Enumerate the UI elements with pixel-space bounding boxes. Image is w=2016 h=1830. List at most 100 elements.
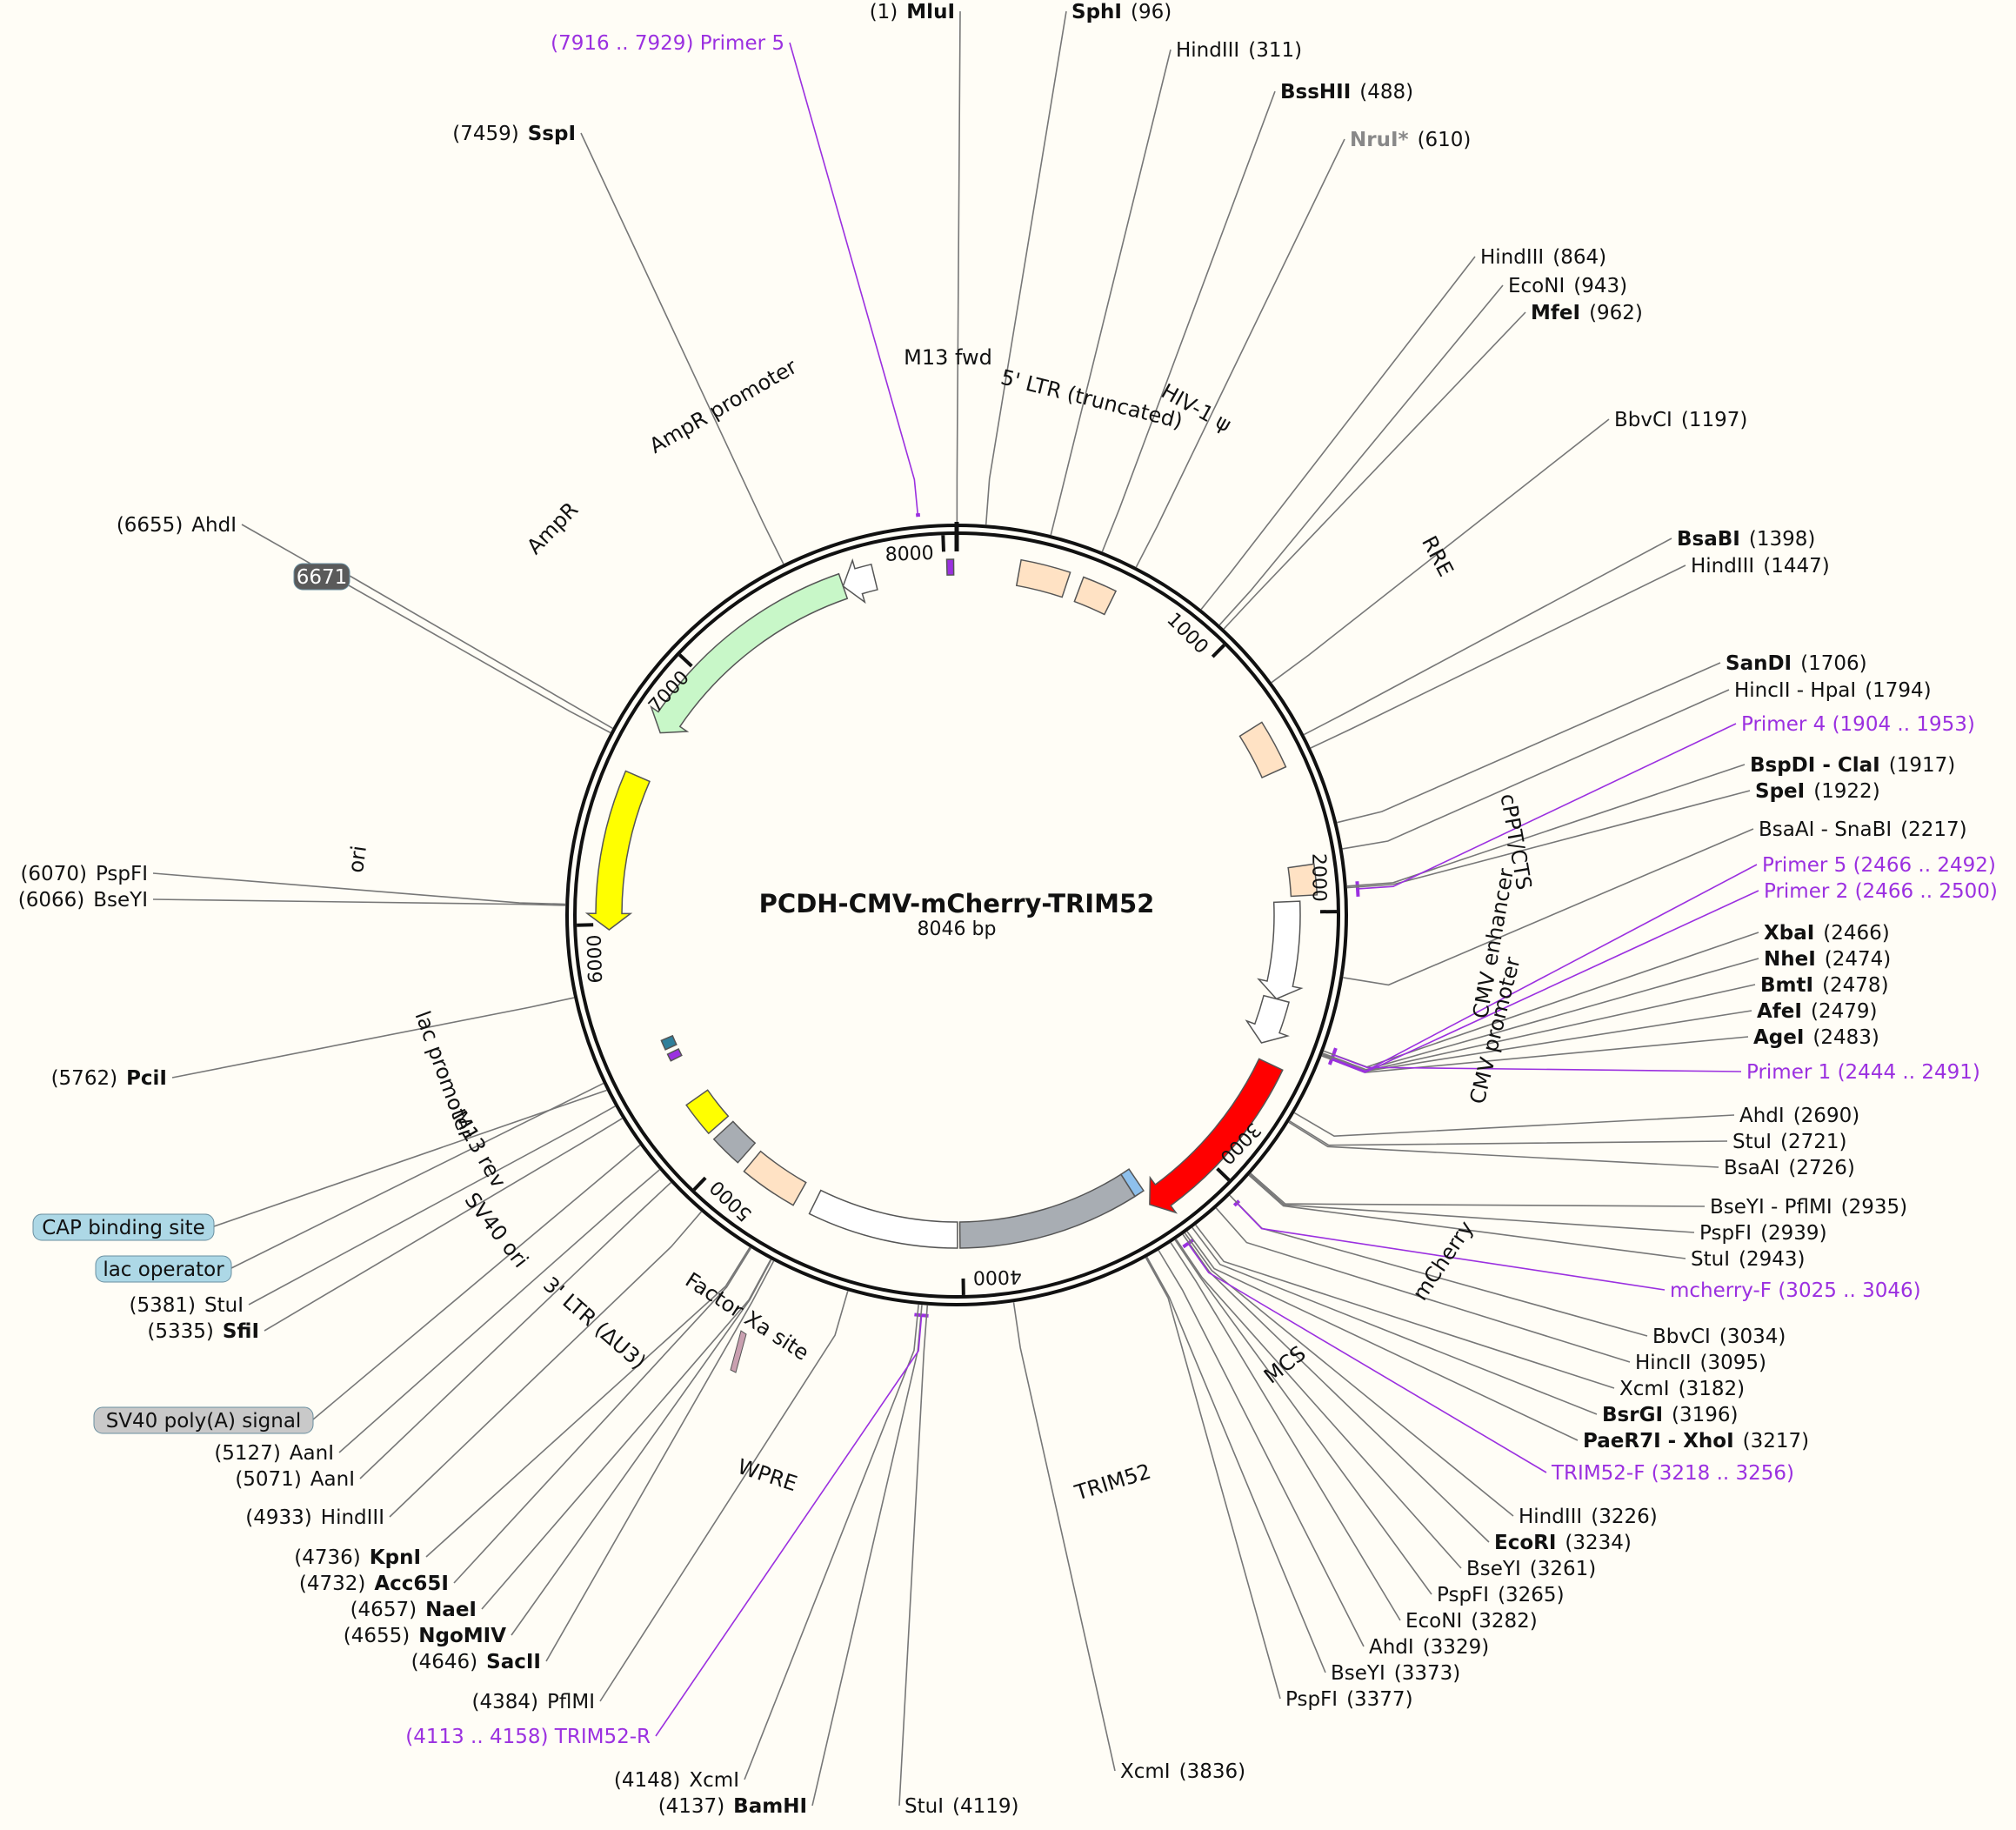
feature-cmv-promoter[interactable] bbox=[1245, 994, 1290, 1044]
feature-ampr[interactable] bbox=[650, 572, 849, 734]
leader-line bbox=[545, 1260, 775, 1662]
primer-label[interactable]: mcherry-F (3025 .. 3046) bbox=[1670, 1279, 1921, 1302]
boxed-label[interactable]: CAP binding site bbox=[42, 1217, 205, 1239]
primer-label[interactable]: (7916 .. 7929) Primer 5 bbox=[551, 32, 784, 55]
site-pspfi[interactable]: PspFI(3265) bbox=[1437, 1584, 1565, 1606]
site-pspfi[interactable]: PspFI(3377) bbox=[1285, 1688, 1413, 1711]
primer-label[interactable]: (4113 .. 4158) TRIM52-R bbox=[405, 1726, 651, 1748]
site-pspfi[interactable]: PspFI(2939) bbox=[1699, 1222, 1827, 1245]
site-bsaai[interactable]: BsaAI(2726) bbox=[1724, 1157, 1855, 1179]
site-xbai[interactable]: XbaI(2466) bbox=[1764, 922, 1890, 945]
site-econi[interactable]: EcoNI(3282) bbox=[1405, 1610, 1538, 1633]
site-afei[interactable]: AfeI(2479) bbox=[1757, 1000, 1877, 1023]
site-hindiii[interactable]: HindIII(3226) bbox=[1519, 1506, 1658, 1528]
feature-sv40-ori[interactable] bbox=[712, 1120, 757, 1164]
site-sfii[interactable]: (5335)SfiI bbox=[147, 1320, 259, 1343]
site-ecori[interactable]: EcoRI(3234) bbox=[1494, 1532, 1632, 1554]
boxed-label[interactable]: lac operator bbox=[103, 1259, 224, 1281]
site-sandi[interactable]: SanDI(1706) bbox=[1726, 652, 1867, 675]
site-ahdi[interactable]: AhdI(3329) bbox=[1369, 1636, 1489, 1659]
site-stui[interactable]: (5381)StuI bbox=[130, 1294, 244, 1317]
tick-label: 8000 bbox=[885, 543, 934, 566]
site-xcmi[interactable]: XcmI(3836) bbox=[1120, 1760, 1245, 1783]
leader-line bbox=[1101, 90, 1276, 552]
site-hincii-hpai[interactable]: HincII - HpaI(1794) bbox=[1734, 679, 1932, 702]
site-bseyi[interactable]: (6066)BseYI bbox=[18, 889, 148, 912]
site-mfei[interactable]: MfeI(962) bbox=[1531, 302, 1643, 324]
feature-trim52[interactable] bbox=[958, 1173, 1136, 1249]
site-nhei[interactable]: NheI(2474) bbox=[1764, 948, 1891, 971]
feature-m13-rev[interactable] bbox=[666, 1047, 683, 1062]
primer-label[interactable]: Primer 4 (1904 .. 1953) bbox=[1741, 713, 1975, 736]
leader-line bbox=[1182, 1233, 1490, 1543]
site-naei[interactable]: (4657)NaeI bbox=[350, 1599, 477, 1621]
site-bamhi[interactable]: (4137)BamHI bbox=[658, 1795, 807, 1818]
site-acc65i[interactable]: (4732)Acc65I bbox=[299, 1573, 449, 1595]
site-nrui[interactable]: NruI*(610) bbox=[1350, 129, 1471, 151]
site-agei[interactable]: AgeI(2483) bbox=[1753, 1026, 1879, 1049]
leader-line bbox=[1249, 1173, 1695, 1233]
feature-m13-fwd[interactable] bbox=[945, 558, 955, 576]
site-paer7i-xhoi[interactable]: PaeR7I - XhoI(3217) bbox=[1583, 1430, 1809, 1453]
site-bsabi[interactable]: BsaBI(1398) bbox=[1677, 528, 1815, 551]
tick-mark bbox=[678, 653, 693, 668]
feature-wpre[interactable] bbox=[808, 1189, 958, 1249]
boxed-label[interactable]: SV40 poly(A) signal bbox=[106, 1410, 302, 1433]
site-mlui[interactable]: (1)MluI bbox=[870, 1, 955, 23]
site-pcii[interactable]: (5762)PciI bbox=[51, 1067, 167, 1090]
site-xcmi[interactable]: (4148)XcmI bbox=[614, 1769, 739, 1792]
site-bbvci[interactable]: BbvCI(3034) bbox=[1652, 1326, 1786, 1348]
feature-lac-promoter[interactable] bbox=[660, 1034, 678, 1051]
site-hindiii[interactable]: HindIII(864) bbox=[1480, 246, 1606, 269]
feature-ampr-promoter[interactable] bbox=[842, 558, 878, 604]
leader-line bbox=[1192, 1226, 1598, 1415]
site-aani[interactable]: (5071)AanI bbox=[235, 1468, 355, 1491]
feature-ori[interactable] bbox=[584, 770, 651, 931]
site-ngomiv[interactable]: (4655)NgoMIV bbox=[344, 1625, 506, 1647]
site-xcmi[interactable]: XcmI(3182) bbox=[1619, 1378, 1745, 1400]
feature-cppt-cts[interactable] bbox=[1287, 863, 1318, 898]
site-bbvci[interactable]: BbvCI(1197) bbox=[1614, 409, 1747, 431]
site-spei[interactable]: SpeI(1922) bbox=[1755, 780, 1880, 803]
site-sphi[interactable]: SphI(96) bbox=[1071, 1, 1172, 23]
site-ahdi[interactable]: (6655)AhdI bbox=[117, 514, 237, 537]
leader-line bbox=[1135, 138, 1345, 568]
site-ahdi[interactable]: AhdI(2690) bbox=[1739, 1105, 1859, 1127]
site-aani[interactable]: (5127)AanI bbox=[214, 1442, 334, 1465]
primer-label[interactable]: TRIM52-F (3218 .. 3256) bbox=[1551, 1462, 1794, 1485]
site-pspfi[interactable]: (6070)PspFI bbox=[20, 863, 148, 885]
site-hindiii[interactable]: HindIII(311) bbox=[1176, 39, 1302, 62]
boxed-label[interactable]: 6671 bbox=[297, 566, 348, 589]
feature-hiv-1-psi[interactable] bbox=[1073, 576, 1118, 616]
feature-3-ltr-du3[interactable] bbox=[743, 1150, 807, 1206]
feature-5-ltr-truncated[interactable] bbox=[1015, 558, 1071, 598]
site-econi[interactable]: EcoNI(943) bbox=[1508, 275, 1627, 297]
feature-label-ampr-promoter: AmpR promoter bbox=[645, 354, 801, 458]
leader-line bbox=[1223, 311, 1526, 630]
feature-sv40-poly-a-region[interactable] bbox=[685, 1089, 730, 1135]
site-bseyi[interactable]: BseYI(3373) bbox=[1331, 1662, 1460, 1685]
primer-label[interactable]: Primer 2 (2466 .. 2500) bbox=[1764, 880, 1998, 903]
site-pflmi[interactable]: (4384)PflMI bbox=[472, 1691, 595, 1713]
site-bmti[interactable]: BmtI(2478) bbox=[1760, 974, 1889, 997]
site-hincii[interactable]: HincII(3095) bbox=[1635, 1352, 1766, 1374]
primer-label[interactable]: Primer 5 (2466 .. 2492) bbox=[1762, 854, 1996, 877]
site-stui[interactable]: StuI(4119) bbox=[905, 1795, 1018, 1818]
site-hindiii[interactable]: (4933)HindIII bbox=[245, 1506, 384, 1529]
site-hindiii[interactable]: HindIII(1447) bbox=[1691, 555, 1830, 578]
site-kpni[interactable]: (4736)KpnI bbox=[294, 1546, 421, 1569]
site-bspdi-clai[interactable]: BspDI - ClaI(1917) bbox=[1750, 754, 1955, 777]
site-bseyi[interactable]: BseYI(3261) bbox=[1466, 1558, 1596, 1580]
site-stui[interactable]: StuI(2943) bbox=[1691, 1248, 1805, 1271]
site-bseyi-pflmi[interactable]: BseYI - PflMI(2935) bbox=[1710, 1196, 1907, 1219]
feature-rre[interactable] bbox=[1238, 721, 1287, 778]
site-bsrgi[interactable]: BsrGI(3196) bbox=[1602, 1404, 1738, 1426]
feature-cmv-enhancer[interactable] bbox=[1257, 900, 1304, 1000]
feature-mcherry[interactable] bbox=[1149, 1058, 1284, 1214]
site-sspi[interactable]: (7459)SspI bbox=[452, 123, 576, 145]
site-bsshii[interactable]: BssHII(488) bbox=[1280, 81, 1413, 104]
site-stui[interactable]: StuI(2721) bbox=[1732, 1131, 1846, 1153]
site-bsaai-snabi[interactable]: BsaAI - SnaBI(2217) bbox=[1759, 818, 1967, 841]
site-sacii[interactable]: (4646)SacII bbox=[411, 1651, 541, 1673]
primer-label[interactable]: Primer 1 (2444 .. 2491) bbox=[1746, 1061, 1980, 1084]
